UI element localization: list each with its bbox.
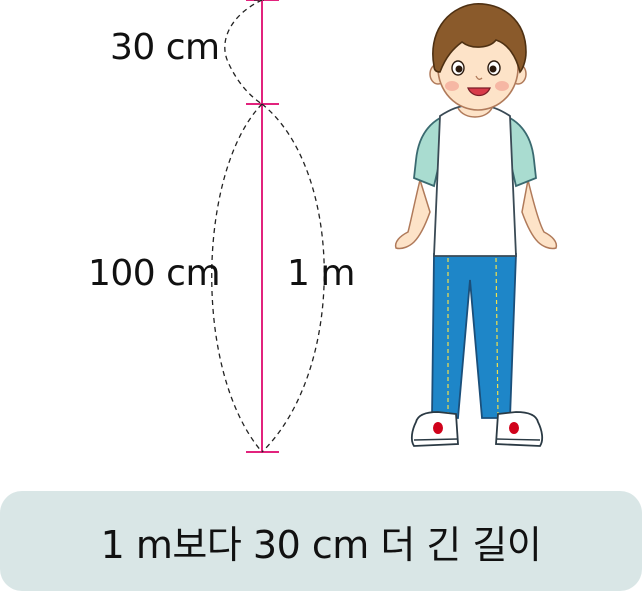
caption-box: 1 m보다 30 cm 더 긴 길이 xyxy=(0,491,642,591)
boy-illustration xyxy=(394,3,558,447)
left-shoe-dot xyxy=(433,422,443,434)
left-shoe-sole xyxy=(413,438,459,441)
left-sleeve xyxy=(413,116,441,188)
pants-seam-right xyxy=(495,257,499,417)
pants xyxy=(431,253,517,419)
right-pupil xyxy=(489,65,497,73)
mouth xyxy=(467,87,491,97)
right-shoe-sole xyxy=(495,438,541,441)
brace-30cm xyxy=(224,0,263,105)
right-sleeve xyxy=(509,116,537,188)
right-cheek xyxy=(495,81,509,91)
label-30-cm: 30 cm xyxy=(110,27,220,68)
nose xyxy=(475,75,483,80)
label-100-cm: 100 cm xyxy=(88,253,221,294)
brace-100cm xyxy=(211,103,263,453)
right-shoe xyxy=(495,411,544,447)
left-arm xyxy=(394,177,431,250)
brace-1m xyxy=(261,103,325,453)
left-cheek xyxy=(445,81,459,91)
left-pupil xyxy=(455,65,463,73)
caption-text: 1 m보다 30 cm 더 긴 길이 xyxy=(100,522,542,567)
right-arm xyxy=(521,179,558,250)
hair xyxy=(432,3,527,74)
label-1-m: 1 m xyxy=(287,253,355,294)
right-shoe-dot xyxy=(509,422,519,434)
shirt xyxy=(433,104,517,257)
